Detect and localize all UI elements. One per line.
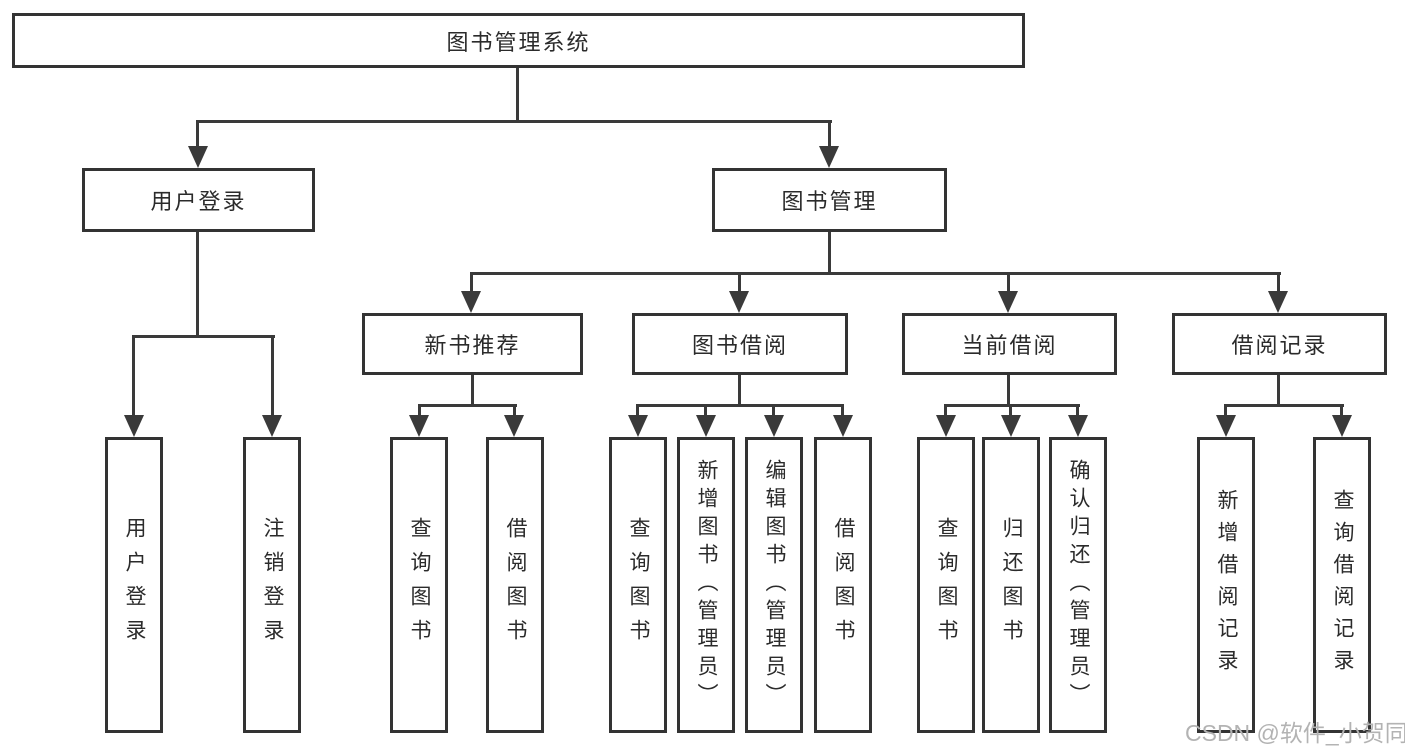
connector-to-leaf-logout: [271, 335, 274, 417]
connector-leaf-stem: [1340, 404, 1343, 418]
arrowhead-down-icon: [262, 415, 282, 437]
connector-leaf-stem: [1224, 404, 1227, 418]
arrowhead-down-icon: [729, 291, 749, 313]
connector-to-book-management: [828, 120, 831, 150]
node-book-borrowing-label: 图书借阅: [691, 333, 788, 358]
connector-borrowing-stem: [738, 375, 741, 406]
leaf-label: 新增图书（管理员）: [695, 459, 718, 711]
leaf-return-books: 归还图书: [982, 437, 1040, 733]
arrowhead-down-icon: [1216, 415, 1236, 437]
connector-to-book-borrowing: [738, 272, 741, 294]
node-new-book-recommend-label: 新书推荐: [424, 333, 521, 358]
leaf-label: 确认归还（管理员）: [1067, 459, 1090, 711]
connector-leaf-stem: [636, 404, 639, 418]
leaf-label: 注销登录: [261, 517, 284, 653]
leaf-query-borrow-record: 查询借阅记录: [1313, 437, 1371, 733]
connector-borrowing-hbar: [636, 404, 844, 407]
connector-to-leaf-user-login: [132, 335, 135, 417]
node-borrowing-records: 借阅记录: [1172, 313, 1387, 375]
connector-user-login-stem: [196, 232, 199, 337]
connector-current-hbar: [944, 404, 1080, 407]
leaf-label: 借阅图书: [832, 517, 855, 653]
arrowhead-down-icon: [819, 146, 839, 168]
leaf-add-books-admin: 新增图书（管理员）: [677, 437, 735, 733]
node-borrowing-records-label: 借阅记录: [1231, 333, 1328, 358]
node-current-borrowing: 当前借阅: [902, 313, 1117, 375]
leaf-query-books-current: 查询图书: [917, 437, 975, 733]
connector-to-user-login: [196, 120, 199, 150]
arrowhead-down-icon: [188, 146, 208, 168]
leaf-query-books-recommend: 查询图书: [390, 437, 448, 733]
connector-to-new-book-recommend: [470, 272, 473, 294]
arrowhead-down-icon: [998, 291, 1018, 313]
connector-current-stem: [1007, 375, 1010, 406]
connector-leaf-stem: [513, 404, 516, 418]
connector-leaf-stem: [841, 404, 844, 418]
leaf-query-books-borrowing: 查询图书: [609, 437, 667, 733]
connector-leaf-stem: [1076, 404, 1079, 418]
node-root: 图书管理系统: [12, 13, 1025, 68]
leaf-confirm-return-admin: 确认归还（管理员）: [1049, 437, 1107, 733]
leaf-edit-books-admin: 编辑图书（管理员）: [745, 437, 803, 733]
leaf-user-login: 用户登录: [105, 437, 163, 733]
connector-records-hbar: [1224, 404, 1344, 407]
node-current-borrowing-label: 当前借阅: [961, 333, 1058, 358]
connector-recommend-hbar: [418, 404, 517, 407]
leaf-add-borrow-record: 新增借阅记录: [1197, 437, 1255, 733]
leaf-borrow-books-recommend: 借阅图书: [486, 437, 544, 733]
connector-recommend-stem: [471, 375, 474, 406]
connector-leaf-stem: [772, 404, 775, 418]
node-user-login-label: 用户登录: [150, 189, 247, 214]
leaf-label: 新增借阅记录: [1215, 489, 1238, 681]
leaf-borrow-books-borrowing: 借阅图书: [814, 437, 872, 733]
node-root-label: 图书管理系统: [446, 29, 591, 55]
arrowhead-down-icon: [504, 415, 524, 437]
arrowhead-down-icon: [936, 415, 956, 437]
connector-leaf-stem: [1009, 404, 1012, 418]
arrowhead-down-icon: [696, 415, 716, 437]
connector-leaf-stem: [944, 404, 947, 418]
leaf-label: 用户登录: [123, 517, 146, 653]
leaf-label: 查询图书: [935, 517, 958, 653]
arrowhead-down-icon: [1332, 415, 1352, 437]
arrowhead-down-icon: [1068, 415, 1088, 437]
leaf-label: 编辑图书（管理员）: [763, 459, 786, 711]
connector-leaf-stem: [418, 404, 421, 418]
arrowhead-down-icon: [409, 415, 429, 437]
node-new-book-recommend: 新书推荐: [362, 313, 583, 375]
arrowhead-down-icon: [1001, 415, 1021, 437]
arrowhead-down-icon: [1268, 291, 1288, 313]
connector-to-borrowing-records: [1277, 272, 1280, 294]
arrowhead-down-icon: [833, 415, 853, 437]
leaf-label: 借阅图书: [504, 517, 527, 653]
connector-root-hbar: [196, 120, 832, 123]
arrowhead-down-icon: [628, 415, 648, 437]
leaf-label: 查询图书: [408, 517, 431, 653]
connector-user-login-hbar: [132, 335, 275, 338]
node-user-login: 用户登录: [82, 168, 315, 232]
node-book-management: 图书管理: [712, 168, 947, 232]
connector-to-current-borrowing: [1007, 272, 1010, 294]
connector-leaf-stem: [704, 404, 707, 418]
leaf-logout: 注销登录: [243, 437, 301, 733]
leaf-label: 归还图书: [1000, 517, 1023, 653]
csdn-watermark: CSDN @软件_小贺同学: [1185, 720, 1405, 746]
connector-book-management-stem: [828, 232, 831, 274]
arrowhead-down-icon: [124, 415, 144, 437]
leaf-label: 查询图书: [627, 517, 650, 653]
arrowhead-down-icon: [764, 415, 784, 437]
arrowhead-down-icon: [461, 291, 481, 313]
node-book-borrowing: 图书借阅: [632, 313, 848, 375]
leaf-label: 查询借阅记录: [1331, 489, 1354, 681]
connector-root-stem: [516, 68, 519, 122]
node-book-management-label: 图书管理: [781, 189, 878, 214]
connector-book-management-hbar: [470, 272, 1281, 275]
connector-records-stem: [1277, 375, 1280, 406]
